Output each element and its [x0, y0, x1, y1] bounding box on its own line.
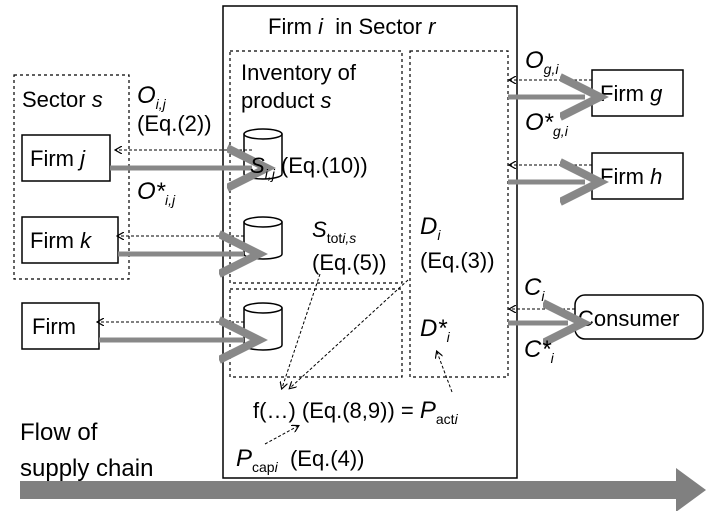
label-f-expression: f(…) (Eq.(8,9)) = Pacti [253, 397, 459, 427]
demand-region [409, 50, 509, 378]
label-O-gi: Og,i [525, 47, 559, 77]
inventory-title-line2: product s [241, 88, 332, 113]
inventory-cylinder-2 [243, 216, 283, 260]
firm-g-label: Firm g [600, 81, 663, 106]
label-D-i: Di [420, 213, 441, 243]
label-eq3: (Eq.(3)) [420, 248, 495, 273]
label-Pcap: Pcapi (Eq.(4)) [236, 445, 365, 475]
firm-j-box [21, 134, 111, 182]
label-C-i: Ci [524, 274, 545, 304]
arrow-stot-to-f [282, 273, 321, 388]
label-eq5: (Eq.(5)) [312, 250, 387, 275]
label-Ostar-ij: O*i,j [137, 178, 176, 208]
label-Dstar-i: D*i [420, 315, 451, 345]
firm-k-box [21, 216, 119, 264]
firm-i-title: Firm i in Sector r [268, 14, 437, 39]
arrow-pact-to-dstar [437, 352, 453, 393]
sector-s-region [13, 74, 130, 280]
arrow-pcap-to-f [264, 426, 298, 445]
firm-k-label: Firm k [30, 228, 92, 253]
flow-arrow [20, 468, 706, 511]
firm-plain-box [21, 302, 100, 350]
label-Cstar-i: C*i [524, 336, 555, 366]
flow-label-line1: Flow of [20, 419, 98, 446]
inventory-title-line1: Inventory of [241, 60, 357, 85]
consumer-label: Consumer [578, 306, 679, 331]
firm-j-label: Firm j [30, 146, 86, 171]
label-Stot: Stoti,s [312, 217, 356, 246]
firm-plain-label: Firm [32, 314, 76, 339]
arrow-d-to-f [290, 279, 409, 388]
firm-h-label: Firm h [600, 164, 662, 189]
label-Ostar-gi: O*g,i [525, 109, 569, 139]
sector-s-label: Sector s [22, 87, 103, 112]
flow-label-line2: supply chain [20, 455, 153, 482]
label-S-ij: Si,j (Eq.(10)) [250, 153, 368, 182]
label-eq2: (Eq.(2)) [137, 111, 212, 136]
inventory-cylinder-3 [243, 302, 283, 351]
label-O-ij: Oi,j [137, 82, 167, 112]
